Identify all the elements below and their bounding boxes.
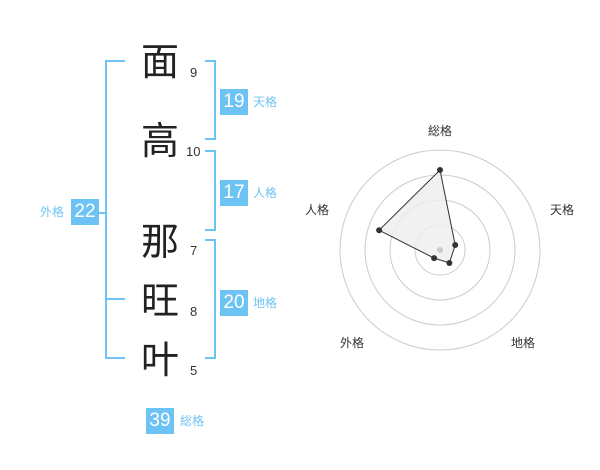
name-char-5: 叶: [140, 338, 179, 382]
stroke-count-3: 7: [190, 243, 198, 258]
radar-point-4: [431, 255, 438, 262]
stroke-count-5: 5: [190, 363, 198, 378]
gaikaku-tick: [105, 298, 125, 300]
name-char-4: 旺: [140, 279, 179, 323]
radar-axis-label-soukaku: 総格: [428, 124, 453, 138]
chikaku-bracket: [205, 239, 216, 359]
radar-axis-label-tenkaku: 天格: [550, 203, 575, 217]
gaikaku-label: 外格: [40, 205, 65, 219]
gaikaku-badge: 22: [71, 199, 99, 225]
radar-axis-label-gaikaku: 外格: [340, 336, 365, 350]
name-char-1: 面: [140, 40, 179, 84]
stroke-count-2: 10: [186, 144, 201, 159]
gaikaku-bracket: [105, 60, 125, 359]
chikaku-badge: 20: [220, 290, 248, 316]
jinkaku-label: 人格: [253, 186, 278, 200]
radar-point-5: [376, 227, 383, 234]
radar-center-point: [437, 247, 443, 253]
stroke-count-4: 8: [190, 304, 198, 319]
jinkaku-bracket: [205, 150, 216, 231]
radar-area: [378, 168, 456, 264]
jinkaku-badge: 17: [220, 180, 248, 206]
tenkaku-badge: 19: [220, 89, 248, 115]
gaikaku-connector: [98, 212, 106, 214]
name-char-3: 那: [140, 220, 179, 264]
radar-point-2: [452, 242, 459, 249]
soukaku-badge: 39: [146, 408, 174, 434]
radar-grid-ring: [339, 149, 541, 351]
radar-point-1: [437, 167, 443, 173]
tenkaku-label: 天格: [253, 95, 278, 109]
radar-point-3: [446, 259, 453, 266]
chikaku-label: 地格: [253, 296, 278, 310]
stroke-count-1: 9: [190, 65, 198, 80]
soukaku-label: 総格: [180, 414, 205, 428]
tenkaku-bracket: [205, 60, 216, 140]
name-char-2: 高: [140, 119, 179, 163]
radar-axis-label-chikaku: 地格: [511, 336, 536, 350]
radar-axis-label-jinkaku: 人格: [305, 203, 330, 217]
